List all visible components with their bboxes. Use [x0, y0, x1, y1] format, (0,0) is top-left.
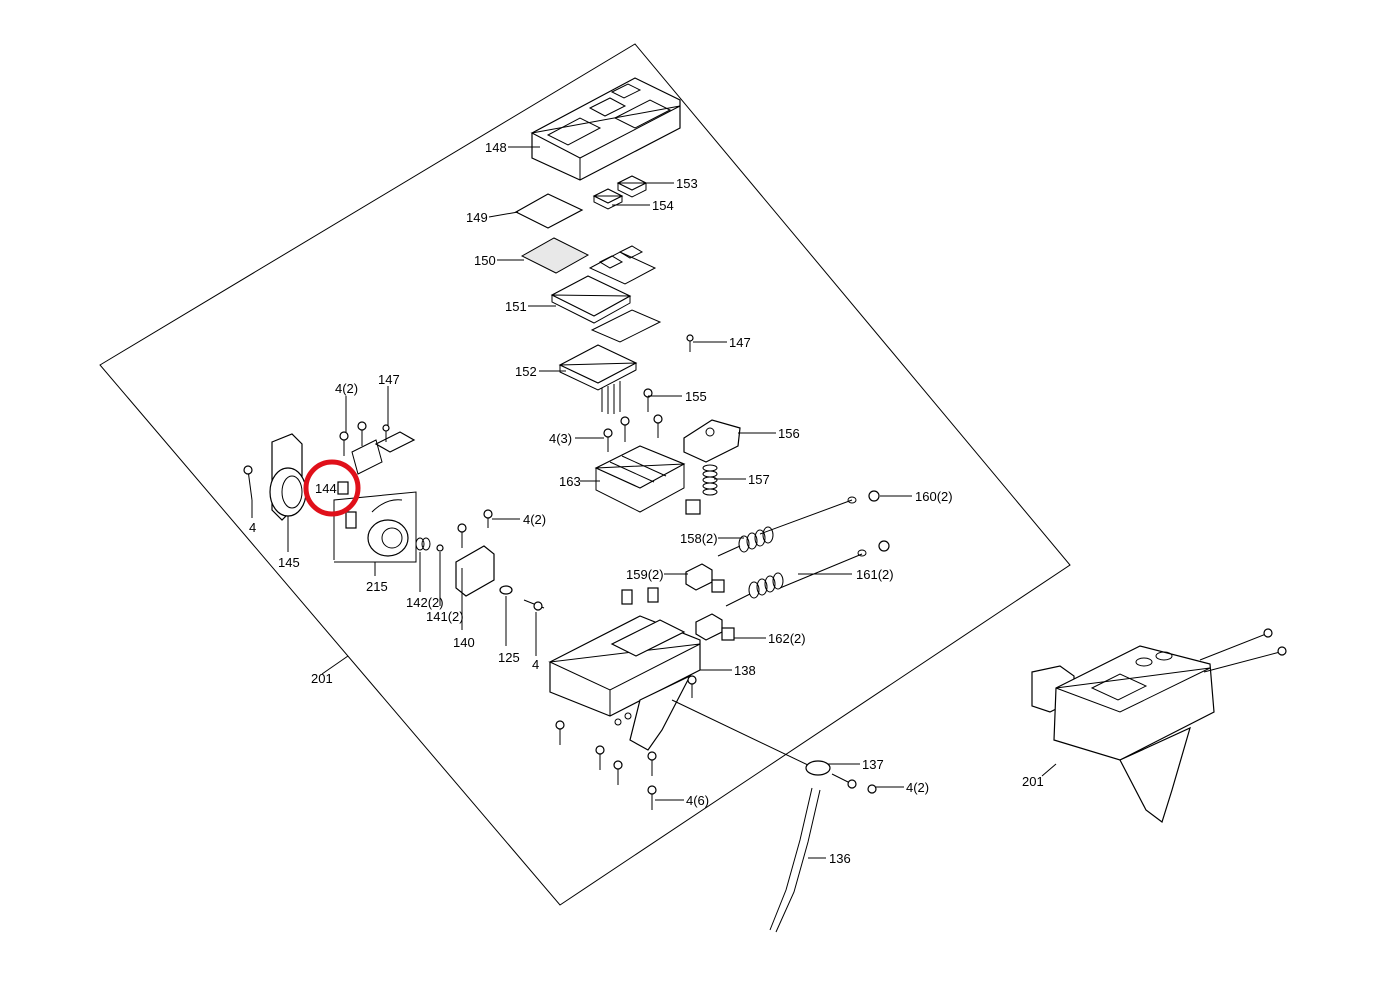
callout-154: 154 [652, 198, 674, 213]
callout-157: 157 [748, 472, 770, 487]
part-156-throttle-cover [683, 419, 741, 463]
highlight-circle [303, 459, 361, 517]
callout-145: 145 [278, 555, 300, 570]
part-153-button-cap [616, 175, 648, 198]
callout-147-upper: 147 [729, 335, 751, 350]
part-160-cable-upper [759, 490, 880, 535]
callout-153: 153 [676, 176, 698, 191]
part-151-display-board [550, 245, 662, 343]
callout-155: 155 [685, 389, 707, 404]
part-152-circuit-board [558, 344, 638, 414]
callout-148: 148 [485, 140, 507, 155]
part-155-screw [643, 388, 653, 412]
part-163-switch-block [594, 445, 701, 515]
part-161-spring [725, 572, 784, 607]
leader-lines [251, 146, 1057, 859]
callout-160: 160(2) [915, 489, 953, 504]
part-4-6-screws [555, 675, 697, 810]
part-142-spring [415, 537, 431, 592]
assembled-view-201 [1031, 628, 1287, 823]
callout-4-2-mid: 4(2) [523, 512, 546, 527]
callout-159: 159(2) [626, 567, 664, 582]
part-136-throttle-cable-conduit [769, 787, 821, 933]
part-125-washer [499, 585, 513, 646]
callout-201-frame: 201 [311, 671, 333, 686]
callout-152: 152 [515, 364, 537, 379]
callout-140: 140 [453, 635, 475, 650]
part-138-lower-housing [548, 615, 701, 751]
assembly-frame-201 [99, 43, 1071, 906]
part-4-2-screws-left [339, 421, 367, 456]
callout-163: 163 [559, 474, 581, 489]
part-145-handle-grip [269, 433, 307, 521]
callout-149: 149 [466, 210, 488, 225]
part-141-pin [436, 544, 444, 606]
callout-147-left: 147 [378, 372, 400, 387]
callout-4-2-left: 4(2) [335, 381, 358, 396]
callout-161: 161(2) [856, 567, 894, 582]
part-158-spring [717, 526, 774, 557]
part-148-top-cover [530, 77, 681, 181]
part-4-screw-lower [523, 599, 545, 656]
callout-4-6: 4(6) [686, 793, 709, 808]
part-162-clip [695, 613, 735, 641]
callout-215: 215 [366, 579, 388, 594]
callout-144: 144 [315, 481, 337, 496]
callout-125: 125 [498, 650, 520, 665]
callout-4-3: 4(3) [549, 431, 572, 446]
callout-156: 156 [778, 426, 800, 441]
callout-151: 151 [505, 299, 527, 314]
callout-158: 158(2) [680, 531, 718, 546]
callout-201-assembled: 201 [1022, 774, 1044, 789]
part-159-clip [621, 563, 725, 605]
callout-137: 137 [862, 757, 884, 772]
callout-142: 142(2) [406, 595, 444, 610]
part-4-3-screws [603, 414, 663, 452]
part-140-bracket [455, 509, 495, 630]
part-215-ignition-switch [333, 491, 417, 563]
callout-141: 141(2) [426, 609, 464, 624]
callout-4-left: 4 [249, 520, 256, 535]
part-154-button-cap [592, 188, 624, 210]
part-147-screw-upper [686, 334, 694, 352]
callout-labels: 148 153 154 149 150 151 147 152 155 4(3)… [249, 140, 1044, 866]
part-150-membrane-sheet [520, 237, 590, 274]
callout-136: 136 [829, 851, 851, 866]
part-4-screw-left [243, 465, 253, 501]
callout-4-2-right: 4(2) [906, 780, 929, 795]
callout-138: 138 [734, 663, 756, 678]
callout-4-lower: 4 [532, 657, 539, 672]
callout-162: 162(2) [768, 631, 806, 646]
part-161-cable-lower [779, 540, 890, 589]
part-157-spring [702, 464, 718, 496]
part-144-switch [337, 481, 349, 495]
callout-150: 150 [474, 253, 496, 268]
part-147-bracket-left [351, 424, 416, 475]
part-149-label-plate [514, 193, 584, 229]
part-137-clamp [671, 699, 877, 794]
